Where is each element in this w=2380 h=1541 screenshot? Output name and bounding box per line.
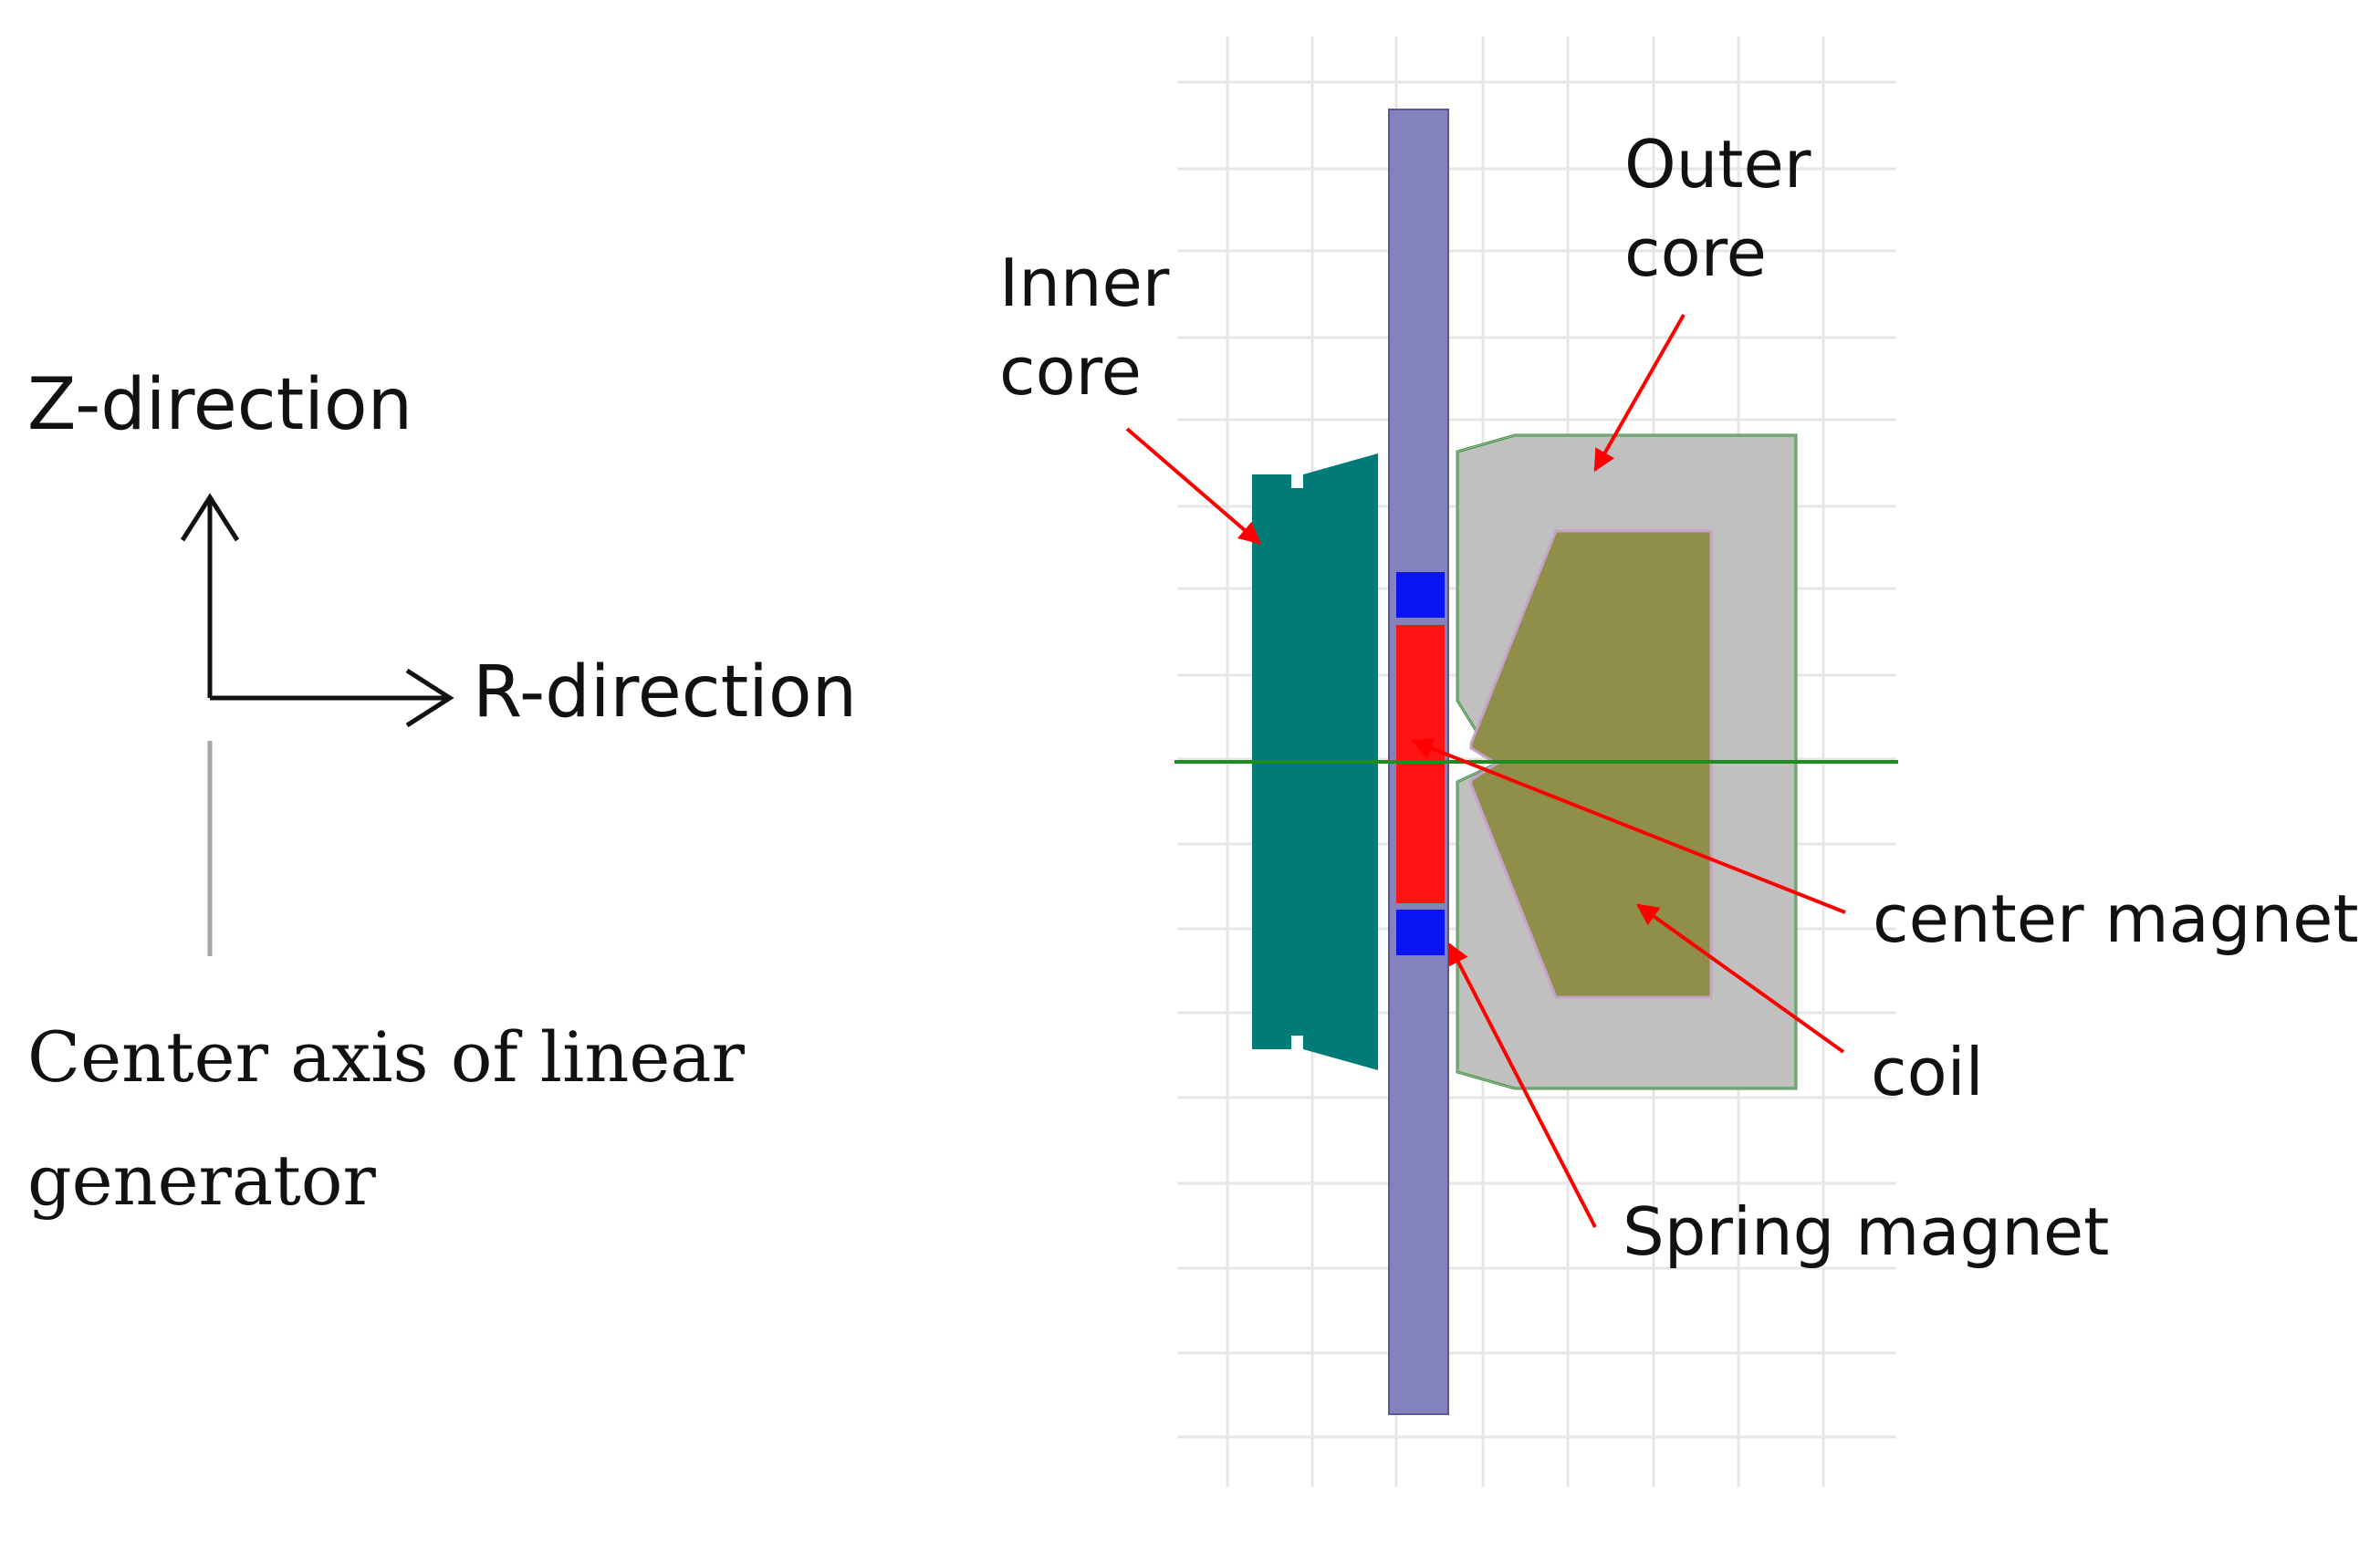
coil-shape: [1469, 529, 1713, 999]
label-coil: coil: [1871, 1034, 1984, 1110]
arrow-inner-core: [1125, 427, 1261, 545]
r-direction-label: R-direction: [473, 651, 857, 734]
center-magnet-shape: [1396, 625, 1445, 903]
arrow-spring-magnet: [1447, 942, 1597, 1228]
label-outer-core-line2: core: [1624, 214, 1767, 291]
center-axis-caption-line2: generator: [27, 1140, 376, 1221]
label-spring-magnet: Spring magnet: [1623, 1193, 2109, 1270]
spring-magnet-bottom: [1396, 910, 1445, 955]
center-axis-caption-line1: Center axis of linear: [27, 1016, 746, 1098]
z-direction-label: Z-direction: [27, 364, 412, 446]
direction-axes-icon: [180, 493, 454, 728]
arrow-coil: [1636, 903, 1845, 1054]
spring-magnet-top: [1396, 572, 1445, 618]
label-outer-core-line1: Outer: [1624, 126, 1811, 203]
label-inner-core-line1: Inner: [999, 245, 1170, 321]
arrow-center-magnet: [1410, 737, 1846, 914]
label-center-magnet: center magnet: [1873, 880, 2359, 957]
label-inner-core-line2: core: [999, 333, 1142, 410]
arrow-outer-core: [1593, 314, 1686, 473]
